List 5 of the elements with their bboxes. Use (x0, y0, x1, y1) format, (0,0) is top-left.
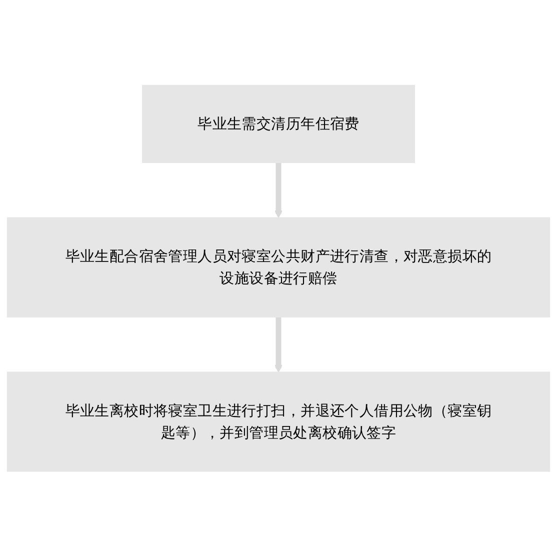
node-box: 毕业生需交清历年住宿费 (142, 85, 415, 164)
node-box: 毕业生离校时将寝室卫生进行打扫，并退还个人借用公物（寝室钥匙等），并到管理员处离校确认签字 (6, 372, 550, 472)
arrow (274, 317, 283, 373)
arrow (274, 162, 283, 218)
node-box: 毕业生配合宿舍管理人员对寝室公共财产进行清查，对恶意损坏的设施设备进行赔偿 (6, 217, 550, 318)
